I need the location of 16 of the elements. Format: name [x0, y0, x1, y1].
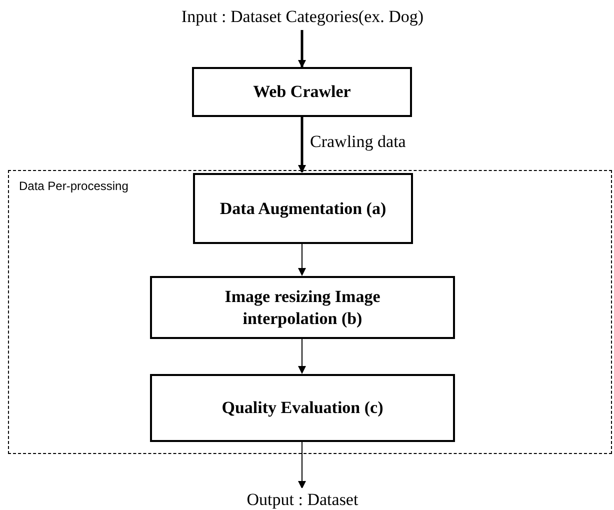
- process-box: [150, 374, 455, 442]
- arrow: [298, 242, 306, 276]
- process-box: [193, 173, 413, 244]
- process-box: [150, 276, 455, 339]
- box-text: Web Crawler: [253, 81, 351, 103]
- arrow: [298, 440, 306, 489]
- process-box: [192, 67, 412, 117]
- arrow: [298, 117, 306, 173]
- group-label: Data Per-processing: [19, 178, 128, 195]
- arrow: [298, 30, 306, 68]
- arrow: [298, 338, 306, 374]
- box-text: Quality Evaluation (c): [222, 397, 384, 419]
- box-text: Image resizing Image interpolation (b): [224, 286, 382, 329]
- edge-label: Crawling data: [310, 131, 406, 153]
- box-text: Data Augmentation (a): [220, 198, 386, 220]
- dashed-group: [8, 170, 612, 454]
